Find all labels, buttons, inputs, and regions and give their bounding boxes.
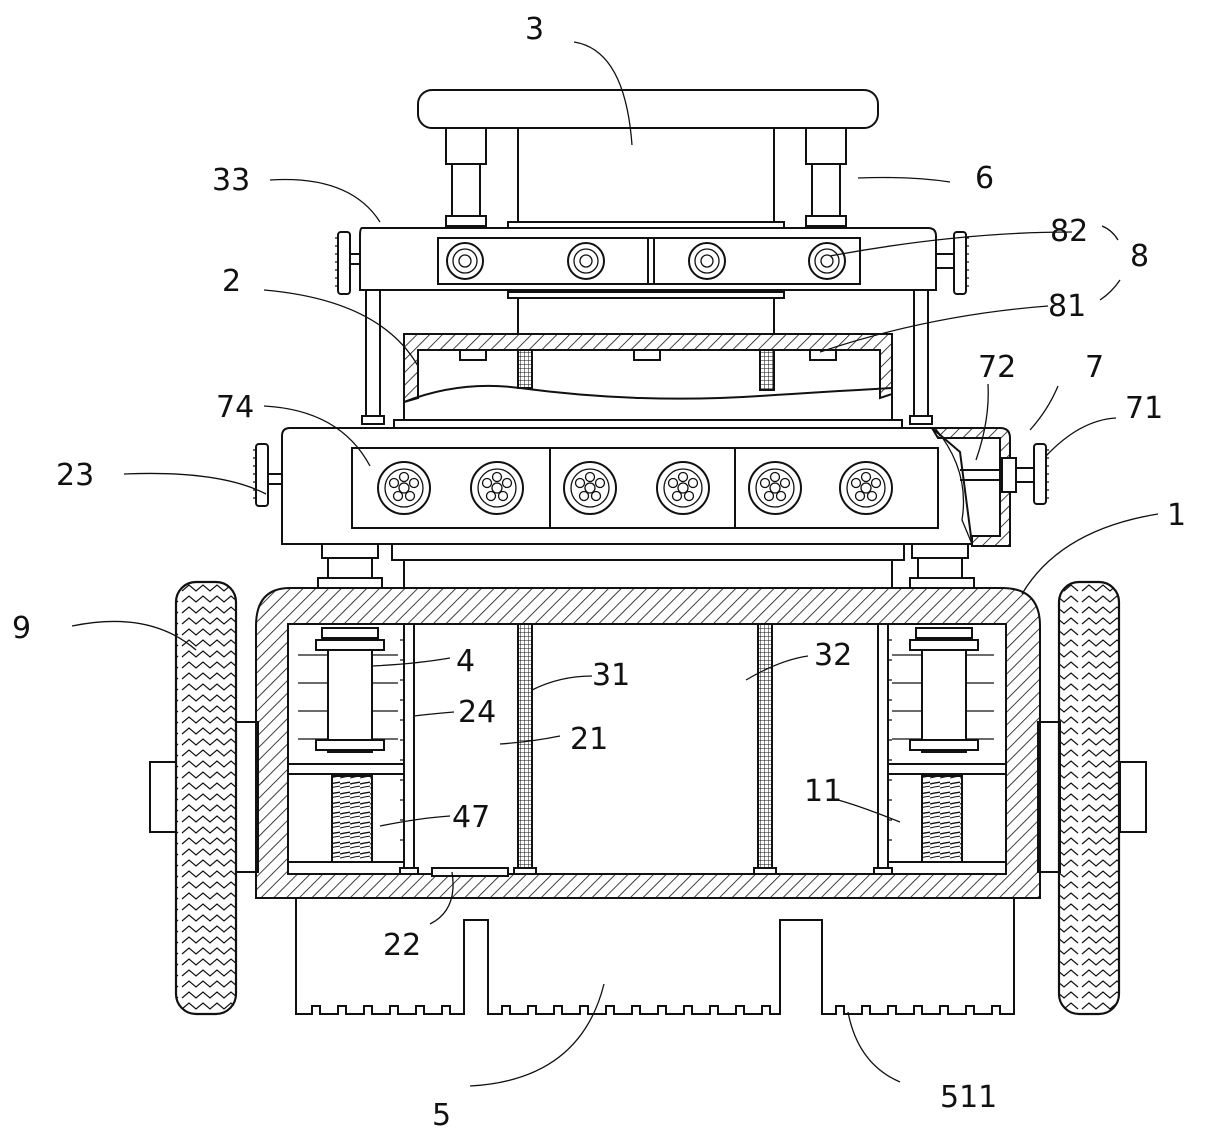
- leader-lines: [71, 41, 1159, 1087]
- label-71: 71: [1125, 391, 1163, 426]
- label-511: 511: [940, 1080, 997, 1115]
- reference-labels: 3 6 33 82 8 2 81 72 7 71 74 23 1 9 4 32 …: [12, 12, 1186, 1133]
- label-82: 82: [1050, 214, 1088, 249]
- label-31: 31: [592, 658, 630, 693]
- label-32: 32: [814, 638, 852, 673]
- label-72: 72: [978, 350, 1016, 385]
- right-actuator: [892, 627, 994, 863]
- side-connector: [930, 427, 1049, 547]
- top-right-knob[interactable]: [935, 231, 969, 295]
- label-6: 6: [975, 161, 994, 196]
- top-left-knob[interactable]: [335, 231, 361, 295]
- label-21: 21: [570, 722, 608, 757]
- label-81: 81: [1048, 289, 1086, 324]
- top-frame: [359, 227, 937, 291]
- label-2: 2: [222, 264, 241, 299]
- label-5: 5: [432, 1098, 451, 1133]
- rollers-82: [446, 242, 846, 280]
- label-74: 74: [216, 390, 254, 425]
- screen-rods: [513, 623, 777, 875]
- label-23: 23: [56, 458, 94, 493]
- rollers-74: [377, 461, 893, 515]
- middle-platform: [281, 419, 974, 545]
- right-rack: [873, 624, 893, 875]
- bottom-trough: [295, 897, 1015, 1015]
- label-1: 1: [1167, 498, 1186, 533]
- label-8: 8: [1130, 239, 1149, 274]
- label-22: 22: [383, 928, 421, 963]
- left-knob[interactable]: [253, 443, 283, 507]
- right-wheel: [1037, 580, 1147, 1016]
- label-9: 9: [12, 611, 31, 646]
- label-47: 47: [452, 800, 490, 835]
- left-rack: [399, 624, 419, 875]
- label-7: 7: [1085, 350, 1104, 385]
- top-press: [417, 89, 879, 335]
- label-3: 3: [525, 12, 544, 47]
- upper-hopper: [403, 333, 893, 420]
- left-actuator: [298, 627, 398, 863]
- support-feet: [317, 543, 975, 589]
- label-24: 24: [458, 695, 496, 730]
- left-wheel: [149, 580, 259, 1016]
- label-4: 4: [456, 644, 475, 679]
- label-33: 33: [212, 163, 250, 198]
- label-11: 11: [804, 774, 842, 809]
